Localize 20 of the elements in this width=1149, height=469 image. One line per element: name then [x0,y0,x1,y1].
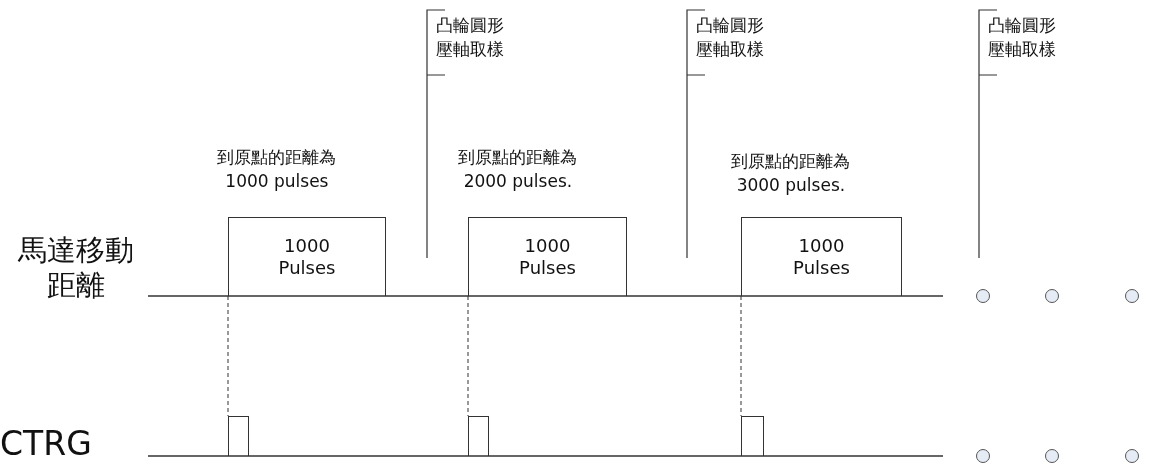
distance-note: 到原點的距離為 1000 pulses [216,146,338,193]
pulse-count: 1000 Pulses [792,234,851,280]
signal-name: 馬達移動距離 [17,233,136,304]
dashed-guide-line [467,295,469,417]
dashed-guide-line [227,295,229,417]
pulse-box [741,217,902,296]
dashed-guide-line [740,295,742,417]
sampling-note: 凸輪圓形壓軸取樣 [696,14,765,61]
pulse-box [228,217,386,296]
trigger-pulse [468,416,489,456]
pulse-box [468,217,627,296]
trigger-pulse [741,416,764,456]
sampling-note: 凸輪圓形壓軸取樣 [988,14,1057,61]
distance-note: 到原點的距離為 3000 pulses. [730,150,852,197]
pulse-count: 1000 Pulses [518,234,577,280]
signal-name: CTRG [0,424,93,465]
distance-note: 到原點的距離為 2000 pulses. [457,146,579,193]
trigger-pulse [228,416,249,456]
sampling-note: 凸輪圓形壓軸取樣 [436,14,505,61]
pulse-count: 1000 Pulses [277,234,337,280]
